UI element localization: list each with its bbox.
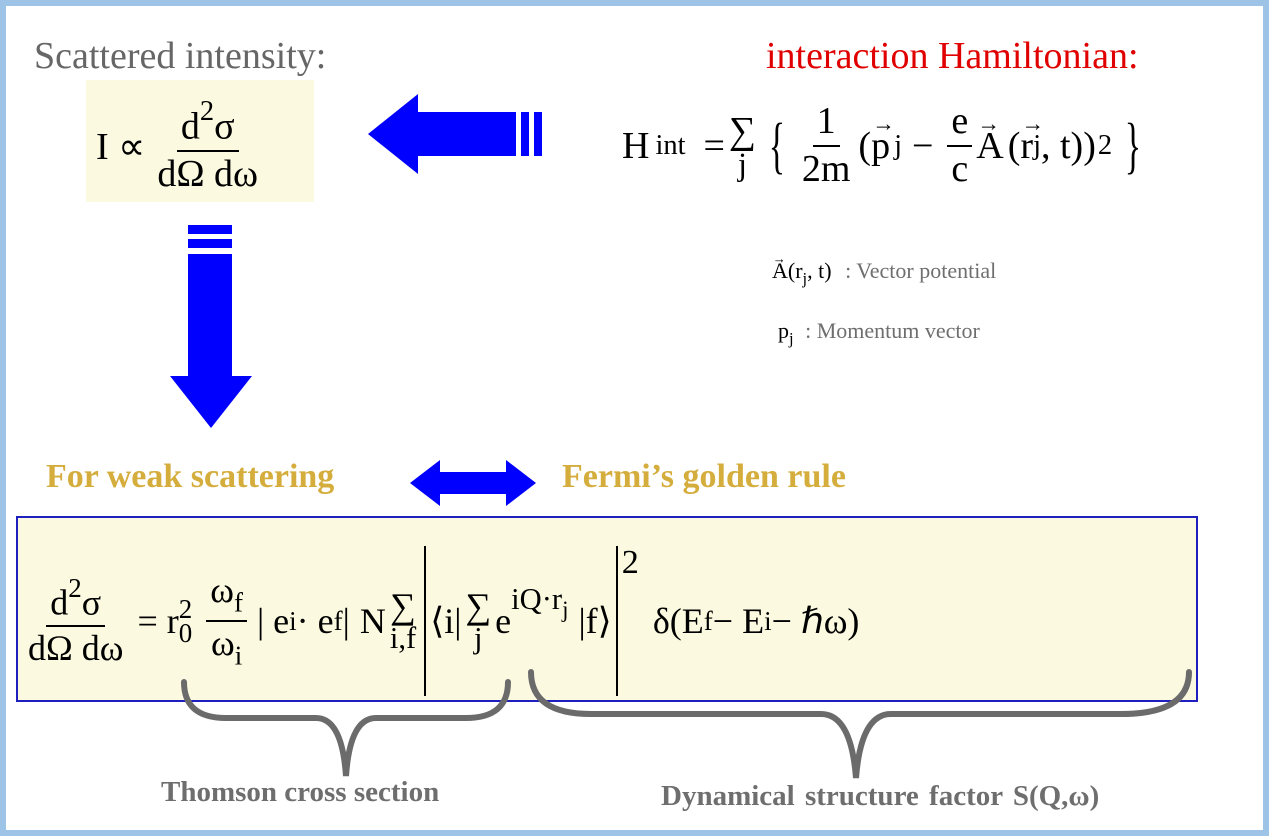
scattered-intensity-heading: Scattered intensity: (34, 35, 327, 77)
intensity-fraction: d2σ dΩ dω (157, 96, 259, 196)
hamiltonian-sum: ∑j (728, 109, 757, 182)
outer-sum: ∑i,f (389, 586, 417, 655)
thomson-label: Thomson cross section (161, 776, 440, 808)
intensity-formula: I ∝ d2σ dΩ dω (96, 96, 266, 196)
double-arrow-icon (410, 460, 536, 506)
dsf-label: Dynamical structure factor S(Q,ω) (661, 780, 1100, 812)
definition-vector-potential: A(rj, t) : Vector potential (772, 251, 996, 289)
intensity-formula-box (86, 80, 314, 202)
left-arrow-icon (368, 94, 542, 174)
omega-fraction: ωf ωi (206, 570, 247, 671)
thomson-brace-icon (181, 679, 511, 777)
intensity-lhs: I ∝ (96, 125, 146, 168)
cross-section-fraction: d2σ dΩ dω (28, 572, 124, 668)
inner-sum: ∑j (465, 586, 492, 655)
weak-scattering-label: For weak scattering (46, 458, 335, 495)
dsf-brace-icon (528, 669, 1192, 779)
fermi-golden-rule-label: Fermi’s golden rule (562, 458, 846, 495)
main-formula-box (16, 516, 1198, 702)
definition-momentum: pj : Momentum vector (778, 318, 980, 348)
down-arrow-icon (170, 225, 252, 428)
interaction-hamiltonian-heading: interaction Hamiltonian: (766, 35, 1139, 77)
